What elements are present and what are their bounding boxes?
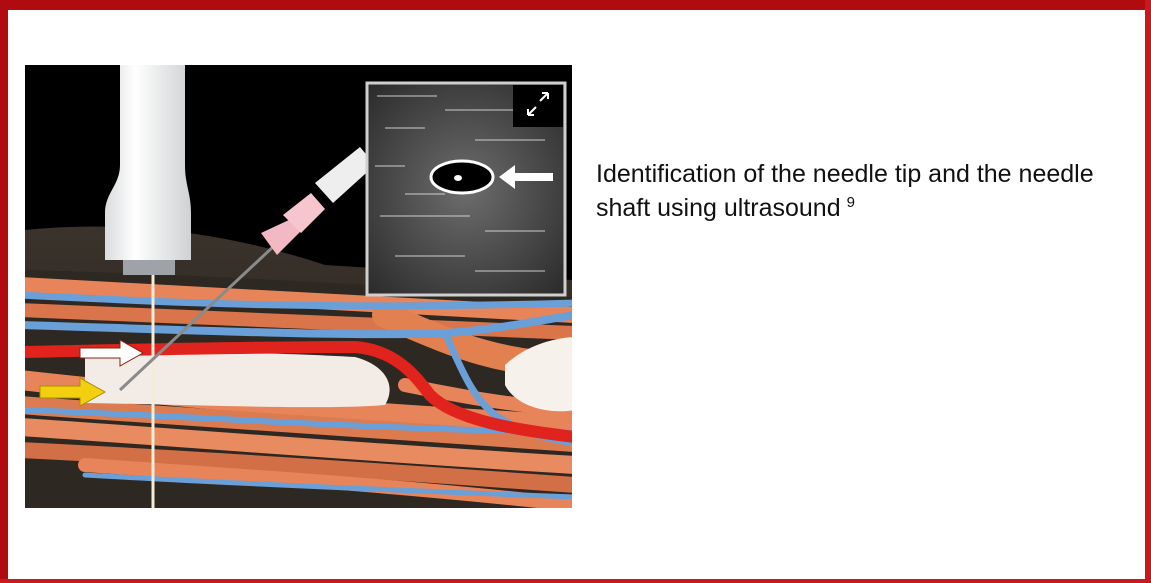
slide-frame-top bbox=[0, 0, 1151, 10]
reference-number: 9 bbox=[847, 194, 855, 211]
ultrasound-inset bbox=[367, 83, 565, 295]
slide-frame-left bbox=[0, 0, 8, 583]
caption-text: Identification of the needle tip and the… bbox=[596, 160, 1094, 222]
slide-frame-right bbox=[1145, 0, 1151, 583]
ultrasound-illustration-svg bbox=[25, 65, 572, 508]
slide-caption: Identification of the needle tip and the… bbox=[596, 157, 1136, 225]
ultrasound-illustration bbox=[25, 65, 572, 508]
slide-frame-bottom bbox=[0, 579, 1151, 583]
